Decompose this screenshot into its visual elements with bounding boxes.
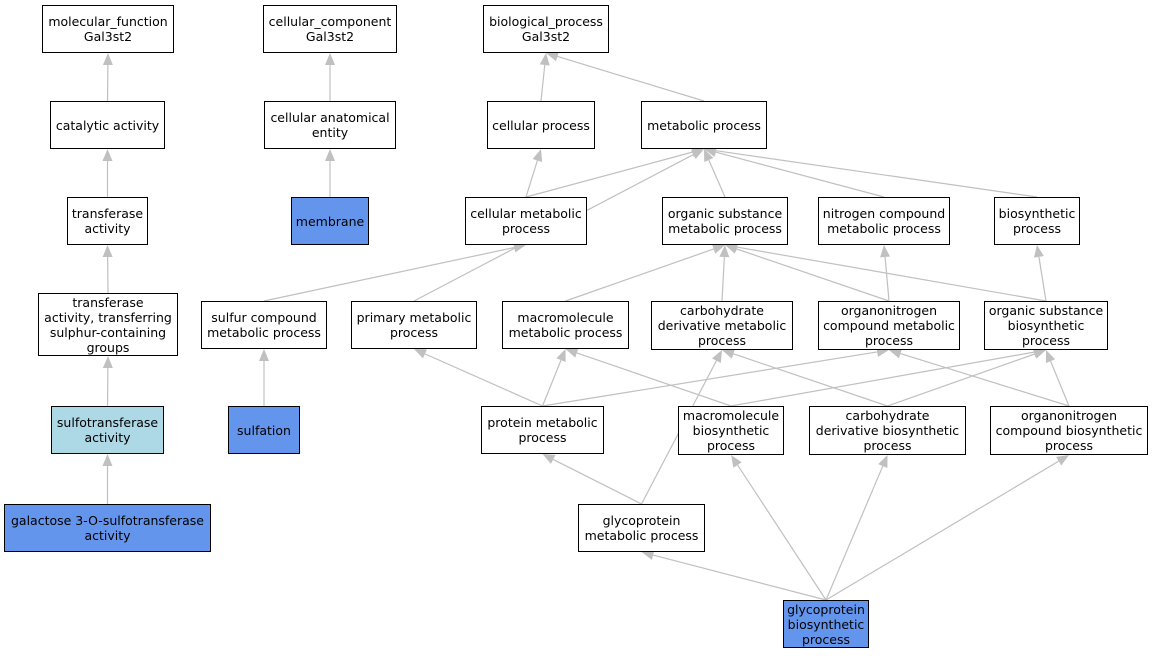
node-sulfotransferase: sulfotransferase activity xyxy=(51,406,164,454)
arrowhead-macromolecule-biosynthetic-to-macromolecule-metabolic xyxy=(565,348,579,358)
node-molecular-function: molecular_function Gal3st2 xyxy=(42,5,174,53)
edge-protein-metabolic-to-primary-metabolic xyxy=(424,353,543,407)
edge-cellular-process-to-biological-process xyxy=(540,64,546,102)
arrowhead-cellular-anatomical-entity-to-cellular-component xyxy=(325,53,335,65)
arrowhead-cellular-process-to-biological-process xyxy=(539,53,550,66)
node-carbohydrate-derivative-metabolic: carbohydrate derivative metabolic proces… xyxy=(651,301,793,350)
arrowhead-sulfation-to-sulfur-compound-metabolic xyxy=(259,349,269,361)
arrowhead-glycoprotein-biosynthetic-to-glycoprotein-metabolic xyxy=(641,550,655,560)
arrowhead-carbohydrate-derivative-metabolic-to-organic-substance-metabolic xyxy=(719,245,730,258)
arrowhead-carbohydrate-derivative-biosynthetic-to-carbohydrate-derivative-metabolic xyxy=(722,349,735,359)
node-cellular-process: cellular process xyxy=(487,101,595,149)
node-transferase-activity: transferase activity xyxy=(67,197,148,245)
edge-carbohydrate-derivative-metabolic-to-organic-substance-metabolic xyxy=(721,256,725,302)
edge-organic-substance-biosynthetic-to-biosynthetic-process xyxy=(1038,256,1047,302)
edge-biosynthetic-process-to-metabolic-process xyxy=(715,150,1038,198)
edge-glycoprotein-metabolic-to-protein-metabolic xyxy=(552,458,642,505)
node-membrane: membrane xyxy=(291,197,369,245)
arrowhead-protein-metabolic-to-primary-metabolic xyxy=(414,349,427,359)
node-metabolic-process: metabolic process xyxy=(641,101,767,149)
edge-macromolecule-biosynthetic-to-macromolecule-metabolic xyxy=(576,352,732,407)
arrowhead-cellular-metabolic-to-cellular-process xyxy=(532,149,543,162)
edge-organic-substance-metabolic-to-metabolic-process xyxy=(708,159,726,198)
arrowhead-sulfur-compound-metabolic-to-cellular-metabolic xyxy=(513,242,526,253)
node-organic-substance-metabolic: organic substance metabolic process xyxy=(662,197,788,245)
arrowhead-organonitrogen-compound-metabolic-to-nitrogen-compound-metabolic xyxy=(880,245,891,258)
node-organonitrogen-compound-biosynthetic: organonitrogen compound biosynthetic pro… xyxy=(990,406,1148,455)
edge-organonitrogen-compound-biosynthetic-to-organic-substance-biosynthetic xyxy=(1050,360,1070,407)
node-macromolecule-biosynthetic: macromolecule biosynthetic process xyxy=(678,406,784,455)
edge-glycoprotein-biosynthetic-to-macromolecule-biosynthetic xyxy=(737,464,827,601)
edge-glycoprotein-biosynthetic-to-organonitrogen-compound-biosynthetic xyxy=(825,460,1060,601)
edge-macromolecule-biosynthetic-to-organic-substance-biosynthetic xyxy=(730,351,1035,407)
edge-organonitrogen-compound-metabolic-to-nitrogen-compound-metabolic xyxy=(884,256,890,302)
arrowhead-glycoprotein-metabolic-to-carbohydrate-derivative-metabolic xyxy=(712,350,722,363)
edge-macromolecule-metabolic-to-organic-substance-metabolic xyxy=(565,248,714,302)
arrowhead-transferase-activity-to-catalytic-activity xyxy=(102,149,113,161)
edge-glycoprotein-biosynthetic-to-carbohydrate-derivative-biosynthetic xyxy=(825,465,884,601)
edge-organonitrogen-compound-metabolic-to-organic-substance-metabolic xyxy=(736,248,890,302)
arrowhead-glycoprotein-metabolic-to-protein-metabolic xyxy=(542,454,556,464)
node-primary-metabolic: primary metabolic process xyxy=(351,301,477,349)
edge-protein-metabolic-to-macromolecule-metabolic xyxy=(541,359,562,407)
arrowhead-glycoprotein-biosynthetic-to-carbohydrate-derivative-biosynthetic xyxy=(878,455,888,468)
arrowhead-carbohydrate-derivative-biosynthetic-to-organic-substance-biosynthetic xyxy=(1033,349,1046,359)
node-nitrogen-compound-metabolic: nitrogen compound metabolic process xyxy=(818,197,950,245)
node-biosynthetic-process: biosynthetic process xyxy=(994,197,1080,245)
node-sulfation: sulfation xyxy=(228,406,300,454)
node-cellular-metabolic: cellular metabolic process xyxy=(465,197,587,245)
node-biological-process: biological_process Gal3st2 xyxy=(483,5,609,53)
arrowhead-glycoprotein-biosynthetic-to-organonitrogen-compound-biosynthetic xyxy=(1056,455,1069,466)
node-organic-substance-biosynthetic: organic substance biosynthetic process xyxy=(984,301,1108,350)
node-macromolecule-metabolic: macromolecule metabolic process xyxy=(502,301,629,349)
edge-carbohydrate-derivative-biosynthetic-to-organic-substance-biosynthetic xyxy=(887,353,1035,407)
arrowhead-organonitrogen-compound-biosynthetic-to-organonitrogen-compound-metabolic xyxy=(889,348,902,359)
edge-glycoprotein-biosynthetic-to-glycoprotein-metabolic xyxy=(652,554,827,601)
node-galactose-sulfotransferase: galactose 3-O-sulfotransferase activity xyxy=(4,504,211,552)
edge-cellular-metabolic-to-metabolic-process xyxy=(525,151,693,198)
arrowhead-galactose-sulfotransferase-to-sulfotransferase xyxy=(102,454,113,466)
node-protein-metabolic: protein metabolic process xyxy=(481,406,604,454)
arrowhead-transferase-sulphur-to-transferase-activity xyxy=(102,245,113,258)
arrowhead-catalytic-activity-to-molecular-function xyxy=(102,53,113,66)
arrowhead-membrane-to-cellular-anatomical-entity xyxy=(325,149,335,161)
node-glycoprotein-biosynthetic: glycoprotein biosynthetic process xyxy=(783,600,869,648)
edge-carbohydrate-derivative-biosynthetic-to-carbohydrate-derivative-metabolic xyxy=(733,353,888,407)
node-cellular-anatomical-entity: cellular anatomical entity xyxy=(264,101,396,149)
arrowhead-glycoprotein-biosynthetic-to-macromolecule-biosynthetic xyxy=(731,455,742,468)
arrowhead-organonitrogen-compound-biosynthetic-to-organic-substance-biosynthetic xyxy=(1045,350,1056,363)
edge-metabolic-process-to-biological-process xyxy=(557,55,705,102)
arrowhead-sulfotransferase-to-transferase-sulphur xyxy=(102,356,113,369)
edge-nitrogen-compound-metabolic-to-metabolic-process xyxy=(715,151,885,198)
arrowhead-macromolecule-metabolic-to-organic-substance-metabolic xyxy=(712,244,725,254)
arrowhead-organic-substance-metabolic-to-metabolic-process xyxy=(704,149,714,162)
edge-cellular-metabolic-to-cellular-process xyxy=(525,160,538,198)
edge-protein-metabolic-to-organonitrogen-compound-metabolic xyxy=(542,351,878,407)
arrowhead-primary-metabolic-to-metabolic-process xyxy=(691,149,704,159)
edge-organonitrogen-compound-biosynthetic-to-organonitrogen-compound-metabolic xyxy=(900,352,1070,407)
arrowhead-organic-substance-biosynthetic-to-biosynthetic-process xyxy=(1033,245,1044,258)
edge-sulfur-compound-metabolic-to-cellular-metabolic xyxy=(263,246,515,302)
node-organonitrogen-compound-metabolic: organonitrogen compound metabolic proces… xyxy=(818,301,960,350)
node-transferase-sulphur: transferase activity, transferring sulph… xyxy=(38,293,178,356)
node-cellular-component: cellular_component Gal3st2 xyxy=(263,5,397,53)
node-catalytic-activity: catalytic activity xyxy=(50,101,165,149)
node-glycoprotein-metabolic: glycoprotein metabolic process xyxy=(578,504,705,552)
arrowhead-metabolic-process-to-biological-process xyxy=(546,51,559,62)
arrowhead-protein-metabolic-to-macromolecule-metabolic xyxy=(556,349,566,362)
node-sulfur-compound-metabolic: sulfur compound metabolic process xyxy=(201,301,327,349)
edge-organic-substance-biosynthetic-to-organic-substance-metabolic xyxy=(736,246,1047,302)
node-carbohydrate-derivative-biosynthetic: carbohydrate derivative biosynthetic pro… xyxy=(809,406,966,455)
